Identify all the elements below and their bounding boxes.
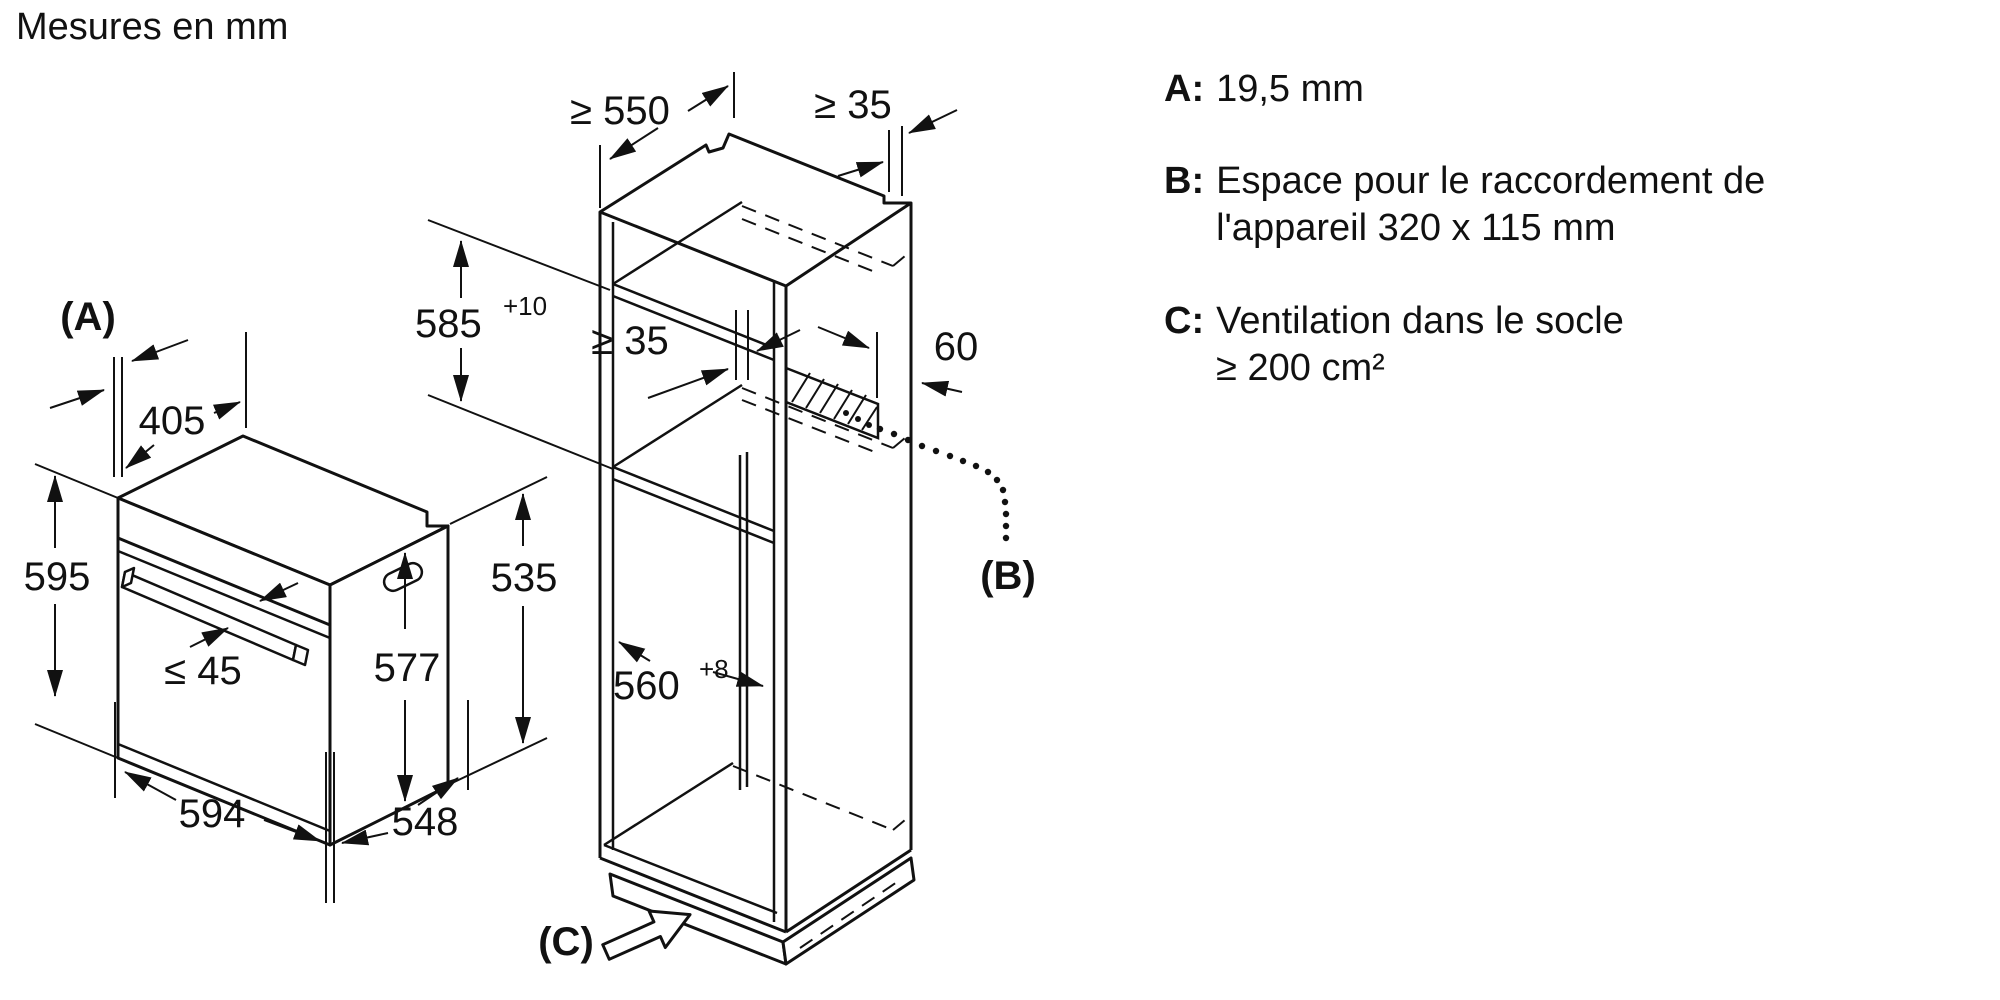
niche-ceiling-left-rear-edge (612, 200, 743, 286)
oven-dim-548: 548 (392, 800, 459, 844)
leader-dots-to-b (876, 425, 1010, 542)
cabinet-dim-550: ≥ 550 (570, 89, 670, 133)
plinth-side-face (781, 856, 916, 966)
cabinet-dim-560-tolerance: +8 (699, 654, 729, 684)
oven-handle-end-right (291, 643, 310, 667)
cabinet-dimension-lines (427, 72, 963, 687)
oven-control-band-line (117, 536, 331, 627)
cabinet-dim-shelf-gap-35: ≥ 35 (591, 319, 669, 363)
oven-dim-535: 535 (491, 556, 558, 600)
cabinet-dim-585: 585 (415, 302, 482, 346)
cabinet-dim-wall-gap-35: ≥ 35 (814, 83, 892, 127)
oven-dim-577: 577 (374, 646, 441, 690)
niche-floor-hidden-step (892, 819, 906, 831)
oven-door-bottom-line (117, 742, 331, 833)
oven-dim-405: 405 (139, 399, 206, 443)
oven-dim-handle-45: ≤ 45 (164, 649, 242, 693)
page-title: Mesures en mm (16, 6, 289, 48)
oven-door-top-line (117, 549, 331, 640)
cabinet-side-bottom-edge (785, 848, 912, 934)
cabinet-ref-c-label: (C) (538, 920, 594, 964)
plinth-front-face (608, 872, 788, 966)
shelf-hidden-rear-edge (741, 387, 894, 449)
connection-space-hatched-area (784, 366, 880, 440)
ventilation-arrow-c (601, 909, 692, 961)
cabinet-dim-560: 560 (613, 664, 680, 708)
top-panel-hidden-rear-edge (741, 205, 894, 267)
oven-ref-a-label: (A) (60, 295, 116, 339)
cabinet-dim-60: 60 (934, 325, 979, 369)
niche-floor-hidden-rear-edge (732, 765, 894, 831)
shelf-front-edge (612, 465, 775, 533)
shelf-left-rear-edge (612, 383, 743, 469)
shelf-hidden-rear-edge2 (741, 399, 881, 455)
oven-dim-594: 594 (179, 792, 246, 836)
oven-isometric-drawing (116, 434, 450, 847)
niche-floor-front-edge (603, 843, 778, 915)
niche-floor-left-rear-edge (603, 761, 734, 847)
oven-dimension-lines (34, 332, 548, 903)
cabinet-dim-585-tolerance: +10 (503, 291, 547, 321)
oven-handle-end-left (120, 566, 136, 589)
cabinet-bottom-front-edge (599, 856, 787, 934)
shelf-hidden-step (892, 437, 906, 449)
plinth-hidden-line (799, 879, 901, 949)
shelf-front-edge2 (612, 477, 775, 545)
oven-dim-595: 595 (24, 555, 91, 599)
cabinet-isometric-drawing (598, 132, 1010, 966)
cabinet-ref-b-label: (B) (980, 554, 1036, 598)
top-panel-hidden-step (892, 255, 906, 267)
cabinet-top-face (598, 132, 913, 288)
